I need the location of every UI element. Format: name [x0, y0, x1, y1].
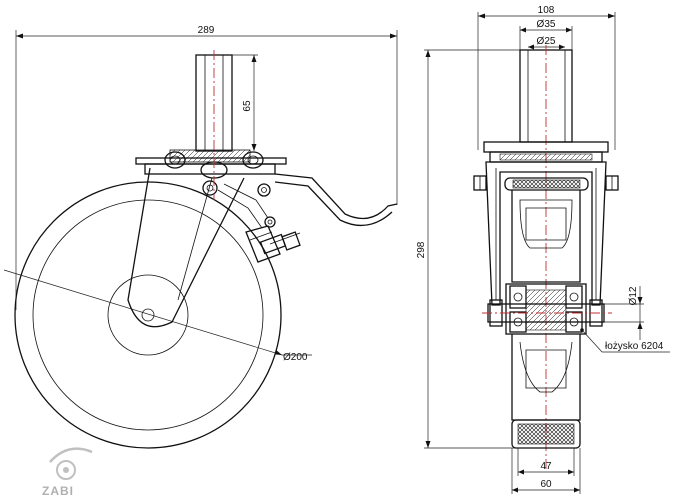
side-view: 289 Ø200 — [3, 25, 398, 449]
stem-inner-label: Ø25 — [537, 36, 556, 47]
zabi-logo: ZABI — [42, 447, 93, 498]
side-width-label: 289 — [198, 25, 215, 36]
stem-front — [519, 45, 573, 470]
top-plate — [135, 149, 287, 197]
stem-side: 65 — [195, 50, 258, 200]
dimension-298: 298 — [416, 49, 520, 449]
total-height-label: 298 — [416, 241, 427, 258]
wheel-width-label: 60 — [540, 479, 552, 490]
brake-lever — [217, 173, 398, 229]
axle-diameter-label: Ø12 — [628, 286, 639, 305]
dimension-axle: Ø12 — [604, 286, 644, 340]
tread-width-label: 47 — [540, 461, 552, 472]
fork-leg — [127, 167, 245, 328]
bearing-callout: łożysko 6204 — [580, 328, 670, 353]
wheel-front — [482, 177, 612, 449]
dimension-289: 289 — [15, 25, 398, 310]
stem-height-label: 65 — [242, 100, 253, 112]
wheel-diameter-label: Ø200 — [283, 352, 308, 363]
dimension-108: 108 — [477, 5, 616, 150]
logo-text: ZABI — [42, 484, 74, 498]
fork-front — [473, 161, 619, 306]
bearing-label: łożysko 6204 — [605, 341, 664, 352]
wheel-side: Ø200 — [3, 181, 312, 449]
stem-outer-label: Ø35 — [537, 19, 556, 30]
brake-bolt — [245, 225, 301, 263]
front-view: 108 Ø35 Ø25 298 — [416, 5, 670, 494]
dimension-60: 60 — [511, 448, 581, 494]
dimension-stem-inner: Ø25 — [528, 36, 565, 50]
dimension-47: 47 — [517, 448, 575, 476]
dimension-stem-outer: Ø35 — [519, 19, 573, 50]
top-width-label: 108 — [538, 5, 555, 16]
